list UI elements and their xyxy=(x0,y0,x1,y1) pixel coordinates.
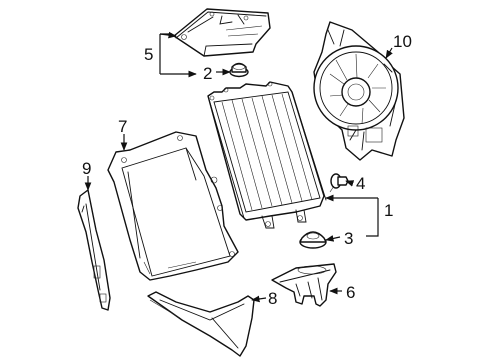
radiator xyxy=(207,81,327,229)
leader-lines xyxy=(84,31,393,303)
callout-7: 7 xyxy=(118,117,127,136)
callout-10: 10 xyxy=(393,32,412,51)
side-seal xyxy=(77,189,111,311)
callout-5: 5 xyxy=(144,45,153,64)
callout-labels: 5 2 10 7 9 4 1 3 6 8 xyxy=(82,32,412,308)
callout-6: 6 xyxy=(346,283,355,302)
callout-9: 9 xyxy=(82,159,91,178)
callout-4: 4 xyxy=(356,174,365,193)
cooling-fan-assembly xyxy=(313,21,405,161)
callout-1: 1 xyxy=(384,201,393,220)
air-deflector-upper xyxy=(173,8,271,57)
callout-8: 8 xyxy=(268,289,277,308)
push-pin-retainer xyxy=(329,173,349,193)
grommet-small xyxy=(229,62,249,78)
callout-3: 3 xyxy=(344,229,353,248)
side-shroud xyxy=(107,131,239,281)
air-deflector-lower xyxy=(147,291,255,357)
callout-2: 2 xyxy=(203,64,212,83)
mount-bracket xyxy=(271,263,337,307)
grommet-large xyxy=(299,231,327,249)
